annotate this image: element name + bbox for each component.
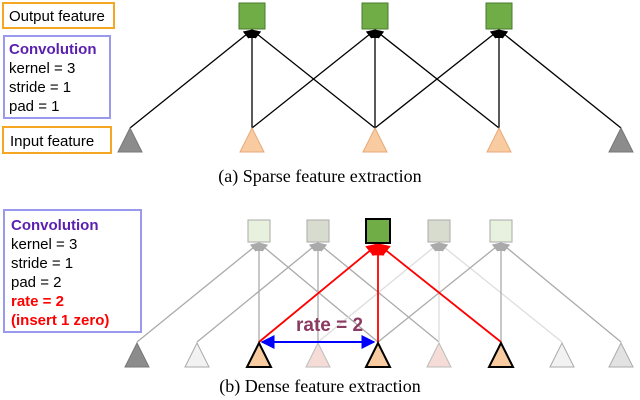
top-conv-pad: pad = 1: [9, 98, 59, 115]
bottom-caption: (b) Dense feature extraction: [219, 376, 420, 397]
top-input-node: [239, 126, 265, 153]
bottom-input-node: [426, 341, 452, 368]
top-input-node: [486, 126, 512, 153]
rate-annotation: rate = 2: [296, 315, 363, 336]
bottom-active-connection-line: [377, 243, 502, 343]
top-connection-line: [251, 29, 376, 129]
bottom-output-node: [247, 219, 271, 243]
top-conv-kernel: kernel = 3: [9, 60, 75, 77]
bottom-conv-stride: stride = 1: [11, 255, 73, 272]
bottom-input-pad-node: [124, 341, 150, 368]
top-connections: [129, 29, 622, 129]
top-connection-line: [498, 29, 622, 129]
bottom-input-nodes: [124, 340, 634, 368]
bottom-conv-kernel: kernel = 3: [11, 236, 77, 253]
bottom-connections: [136, 242, 622, 343]
top-connection-line: [374, 29, 500, 129]
bottom-conv-title: Convolution: [11, 217, 98, 234]
output-feature-label: Output feature: [9, 8, 105, 25]
bottom-connection-line: [196, 242, 319, 343]
top-output-nodes: [238, 2, 513, 30]
bottom-output-nodes: [247, 218, 513, 244]
bottom-conv-rate: rate = 2: [11, 293, 64, 310]
bottom-active-connection-line: [258, 243, 379, 343]
bottom-conv-box: [3, 209, 142, 333]
bottom-input-pad-node: [608, 341, 634, 368]
top-input-node: [362, 126, 388, 153]
top-output-node: [485, 2, 513, 30]
output-feature-box: [2, 2, 115, 29]
input-feature-box: [2, 126, 112, 154]
bottom-active-output-node: [365, 218, 391, 244]
top-output-node: [361, 2, 389, 30]
bottom-conv-insert-zero: (insert 1 zero): [11, 312, 109, 329]
bottom-input-active-node: [245, 340, 273, 368]
bottom-output-node: [306, 219, 330, 243]
top-conv-box: [3, 35, 111, 119]
bottom-input-active-node: [487, 340, 515, 368]
bottom-output-node: [489, 219, 513, 243]
top-connection-line: [129, 29, 253, 129]
bottom-input-zero-node: [184, 341, 210, 368]
top-conv-title: Convolution: [9, 41, 96, 58]
bottom-connection-line: [136, 242, 260, 343]
top-input-nodes: [117, 126, 634, 153]
top-caption: (a) Sparse feature extraction: [218, 166, 421, 187]
bottom-connection-line: [500, 242, 622, 343]
bottom-input-node: [305, 341, 331, 368]
top-input-pad-node: [608, 126, 634, 153]
bottom-input-active-node: [364, 340, 392, 368]
bottom-conv-pad: pad = 2: [11, 274, 61, 291]
top-input-pad-node: [117, 126, 143, 153]
top-output-node: [238, 2, 266, 30]
top-conv-stride: stride = 1: [9, 79, 71, 96]
bottom-output-node: [427, 219, 451, 243]
bottom-input-zero-node: [549, 341, 575, 368]
input-feature-label: Input feature: [10, 133, 94, 150]
